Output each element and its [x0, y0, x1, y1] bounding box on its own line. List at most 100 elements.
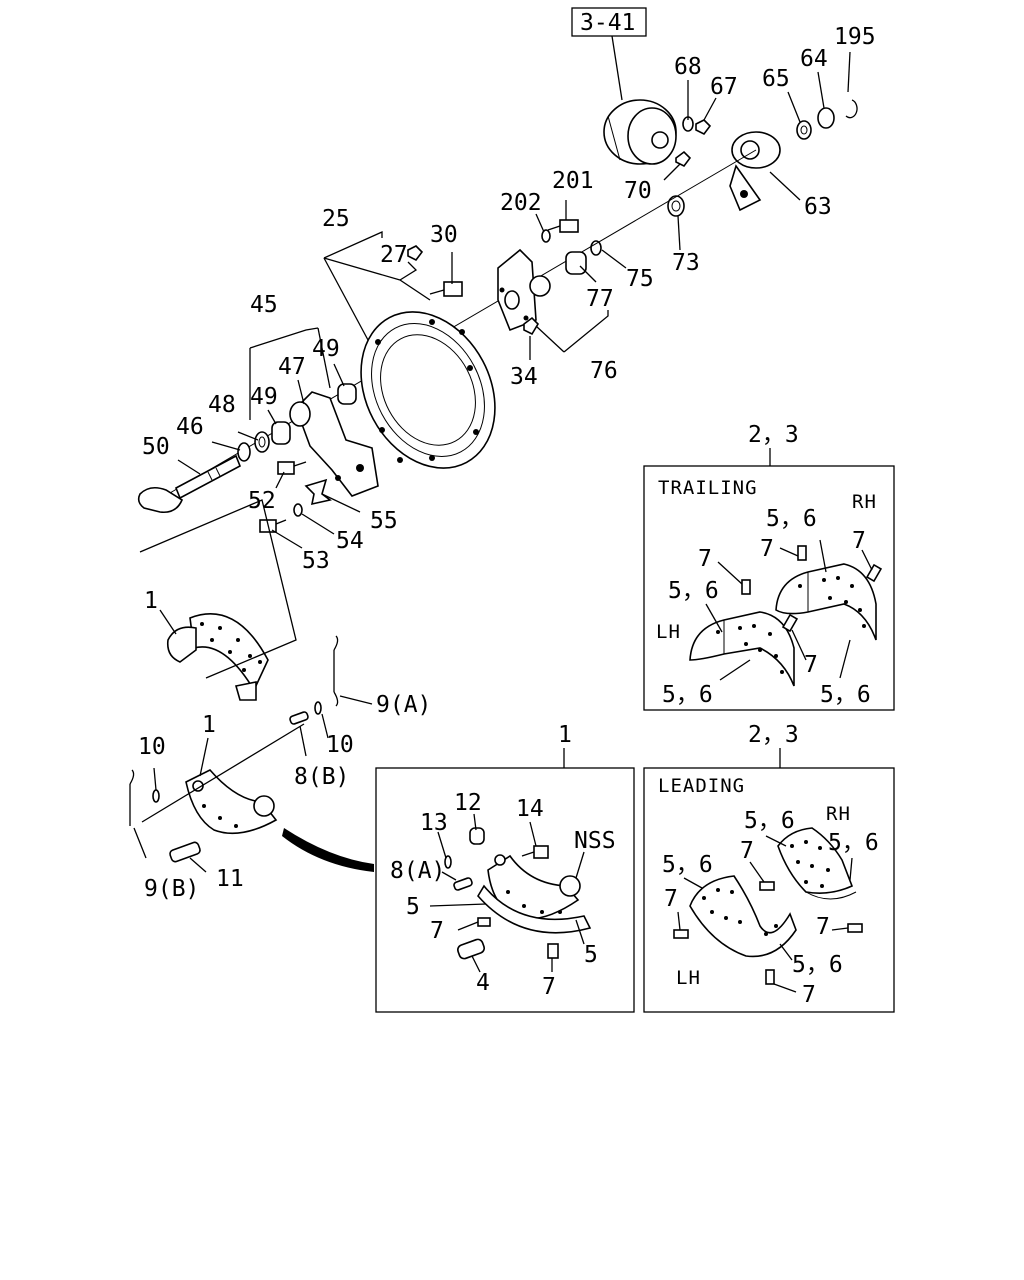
callout-8b: 8(B) [294, 764, 349, 790]
callout-52: 52 [248, 488, 276, 514]
bolt-30 [429, 281, 463, 297]
spring-9b [129, 769, 135, 826]
washer-65 [796, 120, 812, 140]
callout-7-left: 7 [430, 918, 444, 944]
leading-label-7: 7 [802, 982, 816, 1008]
leading-label-5-6: 5，6 [828, 830, 879, 856]
svg-text:3-41: 3-41 [580, 10, 635, 36]
leading-rivet [847, 923, 863, 933]
callout-63: 63 [804, 194, 832, 220]
trailing-label-5-6: 5，6 [766, 506, 817, 532]
callout-10-left: 10 [138, 734, 166, 760]
camshaft-50 [137, 454, 242, 514]
callout-67: 67 [710, 74, 738, 100]
bolt-201 [547, 219, 579, 233]
callout-25: 25 [322, 206, 350, 232]
callout-76: 76 [590, 358, 618, 384]
callout-1-shoe-box: 1 [558, 722, 572, 748]
pin-11 [169, 841, 201, 863]
callout-1-lower: 1 [202, 712, 216, 738]
bolt-27 [407, 245, 424, 262]
callout-48: 48 [208, 392, 236, 418]
clip-10-left [152, 789, 160, 803]
seal-48 [254, 431, 270, 453]
trailing-title: TRAILING [658, 477, 758, 499]
shoe-detail-assembly [477, 854, 592, 934]
trailing-leaders [705, 539, 873, 681]
leader-lines [133, 51, 851, 873]
brake-shoe-1-lower [185, 769, 278, 835]
callout-64: 64 [800, 46, 828, 72]
bushing-77 [565, 251, 587, 275]
trailing-lh: LH [656, 621, 681, 643]
bolt-14 [521, 845, 549, 859]
trailing-lining-lh [689, 611, 795, 687]
callout-14: 14 [516, 796, 544, 822]
shoe-detail-box[interactable]: 12 13 14 NSS 8(A) 5 7 5 4 7 [375, 767, 635, 1013]
leading-lh: LH [676, 967, 701, 989]
callout-202: 202 [500, 190, 542, 216]
leading-label-5-6: 5，6 [744, 808, 795, 834]
callout-75: 75 [626, 266, 654, 292]
leading-rivet [759, 881, 775, 891]
callout-13: 13 [420, 810, 448, 836]
camshaft-bracket-76 [497, 248, 551, 332]
ref-box-3-41[interactable]: 3-41 [571, 7, 647, 37]
callout-49-upper: 49 [312, 336, 340, 362]
leading-box[interactable]: LEADING RH LH [643, 767, 895, 1013]
callout-68: 68 [674, 54, 702, 80]
leading-label-5-6: 5，6 [662, 852, 713, 878]
rivet-7-lower [547, 943, 559, 959]
leading-rh: RH [826, 803, 851, 825]
leading-lining-lh [689, 875, 797, 958]
slack-adjuster-63 [729, 131, 781, 212]
washer-202 [541, 229, 551, 243]
callout-2-3-trailing: 2，3 [748, 422, 799, 448]
brake-spider-45 [289, 391, 379, 497]
leading-rivet [673, 929, 689, 939]
callout-65: 65 [762, 66, 790, 92]
callout-73: 73 [672, 250, 700, 276]
callout-77: 77 [586, 286, 614, 312]
nut-70 [675, 150, 692, 168]
callout-9a: 9(A) [376, 692, 431, 718]
callout-45: 45 [250, 292, 278, 318]
trailing-rh: RH [852, 491, 877, 513]
pin-8a [453, 877, 473, 891]
callout-30: 30 [430, 222, 458, 248]
callout-47: 47 [278, 354, 306, 380]
roller-4 [456, 938, 486, 960]
spring-9a [333, 635, 339, 707]
trailing-rivet [797, 545, 807, 561]
leading-rivet [765, 969, 775, 985]
trailing-label-5-6: 5，6 [820, 682, 871, 708]
callout-7-bottom: 7 [542, 974, 556, 1000]
trailing-box[interactable]: TRAILING RH LH [643, 465, 895, 711]
bushing-12 [469, 827, 485, 845]
bolt-52 [277, 461, 307, 475]
callout-34: 34 [510, 364, 538, 390]
bushing-49-upper [337, 383, 357, 405]
leading-leaders [677, 835, 853, 993]
trailing-lining-rh [775, 563, 877, 641]
callout-201: 201 [552, 168, 594, 194]
trailing-label-5-6: 5，6 [662, 682, 713, 708]
callout-12: 12 [454, 790, 482, 816]
trailing-label-7: 7 [804, 652, 818, 678]
callout-54: 54 [336, 528, 364, 554]
callout-53: 53 [302, 548, 330, 574]
washer-75 [590, 240, 602, 256]
callout-9b: 9(B) [144, 876, 199, 902]
callout-55: 55 [370, 508, 398, 534]
washer-13 [444, 855, 452, 869]
callout-labels: 68 67 195 64 65 70 63 201 202 73 75 77 7… [138, 24, 876, 902]
callout-4: 4 [476, 970, 490, 996]
lock-plate-55 [304, 478, 332, 506]
washer-64 [817, 107, 835, 129]
brake-chamber [603, 99, 677, 165]
callout-49-lower: 49 [250, 384, 278, 410]
callout-70: 70 [624, 178, 652, 204]
callout-nss: NSS [574, 828, 616, 854]
callout-8a: 8(A) [390, 858, 445, 884]
